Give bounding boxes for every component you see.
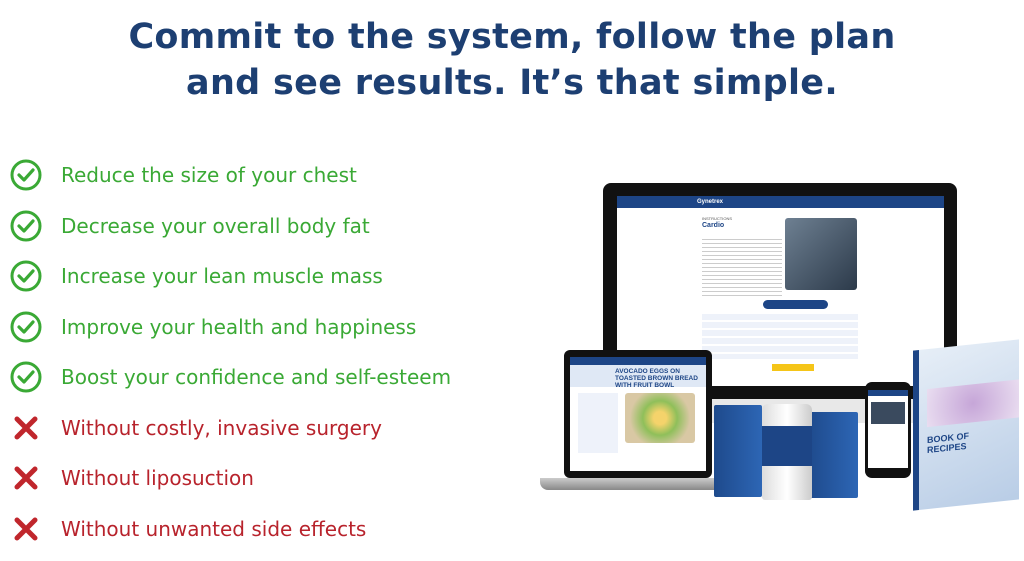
brand-logo: Gynetrex	[697, 199, 724, 205]
check-circle-icon	[10, 159, 42, 191]
product-box	[714, 405, 762, 497]
benefit-text: Boost your confidence and self-esteem	[61, 365, 452, 390]
ingredients-panel	[578, 393, 618, 453]
list-item: Boost your confidence and self-esteem	[10, 352, 451, 403]
food-photo	[625, 393, 695, 443]
list-item: Without unwanted side effects	[10, 504, 451, 555]
check-circle-icon	[10, 311, 42, 343]
recipe-title: AVOCADO EGGS ON TOASTED BROWN BREAD WITH…	[570, 365, 706, 389]
product-box	[808, 412, 858, 498]
title-line-2: and see results. It’s that simple.	[186, 63, 838, 103]
list-item: Without liposuction	[10, 453, 451, 504]
list-item: Improve your health and happiness	[10, 302, 451, 353]
list-item: Reduce the size of your chest	[10, 150, 451, 201]
mockup-heading: Cardio	[702, 222, 725, 229]
list-item: Without costly, invasive surgery	[10, 403, 451, 454]
without-text: Without costly, invasive surgery	[61, 415, 382, 440]
check-circle-icon	[10, 260, 42, 292]
benefit-list: Reduce the size of your chest Decrease y…	[10, 150, 451, 554]
title-line-1: Commit to the system, follow the plan	[128, 17, 896, 57]
book-title: BOOK OF RECIPES	[927, 430, 969, 456]
check-circle-icon	[10, 361, 42, 393]
check-circle-icon	[10, 210, 42, 242]
supplement-bottle	[762, 404, 812, 500]
treadmill-photo	[785, 218, 857, 290]
benefit-text: Improve your health and happiness	[61, 314, 417, 339]
list-item: Increase your lean muscle mass	[10, 251, 451, 302]
section-label: INSTRUCTIONS	[702, 216, 732, 221]
benefit-text: Increase your lean muscle mass	[61, 264, 383, 289]
schedule-table	[702, 314, 858, 359]
x-icon	[10, 412, 42, 444]
without-text: Without unwanted side effects	[61, 516, 367, 541]
text-block	[702, 236, 782, 296]
benefit-text: Decrease your overall body fat	[61, 213, 370, 238]
download-button	[772, 364, 814, 371]
phone-image	[865, 382, 911, 478]
x-icon	[10, 513, 42, 545]
benefit-text: Reduce the size of your chest	[61, 163, 357, 188]
x-icon	[10, 462, 42, 494]
laptop-base	[540, 478, 736, 490]
site-nav	[570, 357, 706, 365]
laptop-screen: AVOCADO EGGS ON TOASTED BROWN BREAD WITH…	[570, 357, 706, 471]
without-text: Without liposuction	[61, 466, 254, 491]
list-item: Decrease your overall body fat	[10, 201, 451, 252]
page-title: Commit to the system, follow the plan an…	[0, 14, 1024, 106]
site-nav: Gynetrex	[617, 196, 944, 208]
mockup-button	[763, 300, 828, 309]
recipe-book: BOOK OF RECIPES	[913, 339, 1019, 511]
